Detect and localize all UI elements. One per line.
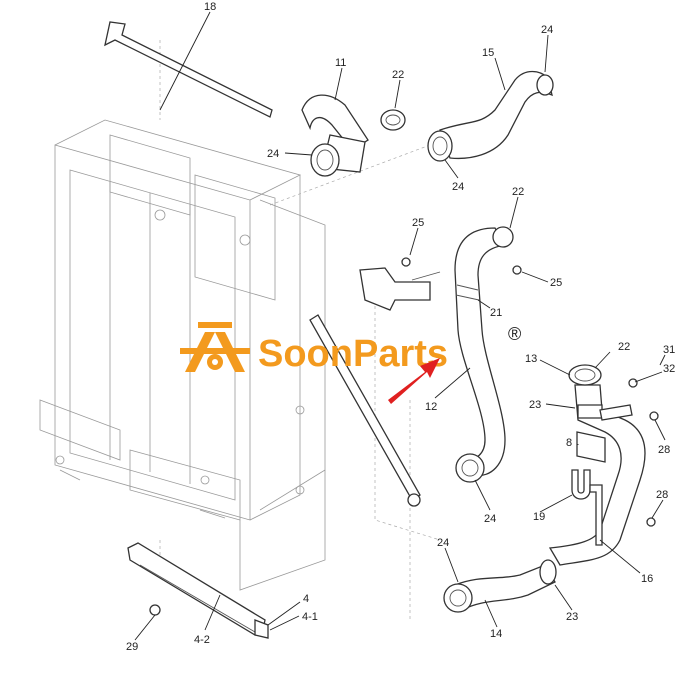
bolts-25 [512, 265, 522, 275]
callout-24: 24 [267, 148, 279, 160]
callout-23: 23 [529, 399, 541, 411]
callout-21: 21 [490, 307, 502, 319]
radiator-assembly [39, 119, 326, 591]
callout-32: 32 [663, 363, 675, 375]
callout-12: 12 [425, 401, 437, 413]
soonparts-logo-icon [180, 322, 250, 372]
callout-22: 22 [512, 186, 524, 198]
callout-16: 16 [641, 573, 653, 585]
part-14-lower-hose [443, 559, 557, 613]
callout-19: 19 [533, 511, 545, 523]
callout-24: 24 [541, 24, 553, 36]
callout-28: 28 [658, 444, 670, 456]
part-19-u-bolt [571, 469, 603, 546]
callout-22: 22 [392, 69, 404, 81]
part-16-pipe [548, 364, 659, 566]
brand-name: SoonParts [258, 333, 448, 375]
callout-25: 25 [550, 277, 562, 289]
diagonal-strut [309, 314, 421, 507]
callout-13: 13 [525, 353, 537, 365]
callout-24: 24 [484, 513, 496, 525]
callout-23: 23 [566, 611, 578, 623]
callout-24: 24 [452, 181, 464, 193]
callout-labels: 18 11 22 15 24 24 24 22 25 25 21 12 13 2… [126, 1, 675, 653]
callout-11: 11 [335, 57, 346, 69]
soonparts-watermark: SoonParts ® [180, 322, 521, 375]
part-15-hose [427, 70, 554, 162]
registered-mark: ® [508, 324, 521, 344]
bracket [359, 257, 441, 311]
callout-4: 4 [303, 593, 309, 605]
callout-29: 29 [126, 641, 138, 653]
part-8-bracket [576, 431, 606, 463]
callout-28: 28 [656, 489, 668, 501]
part-4-lower-bracket [127, 542, 269, 639]
part-11-upper-hose [301, 94, 369, 177]
callout-8: 8 [566, 437, 572, 449]
part-18-rod [104, 21, 273, 118]
red-arrow [388, 358, 440, 404]
leader-lines [134, 11, 666, 641]
callout-4-2: 4-2 [194, 634, 210, 646]
part-22-clamp-upper [380, 109, 406, 131]
part-12-long-hose [454, 226, 514, 483]
callout-15: 15 [482, 47, 494, 59]
callout-24: 24 [437, 537, 449, 549]
callout-22: 22 [618, 341, 630, 353]
callout-18: 18 [204, 1, 216, 13]
callout-4-1: 4-1 [302, 611, 318, 623]
callout-25: 25 [412, 217, 424, 229]
callout-31: 31 [663, 344, 675, 356]
callout-14: 14 [490, 628, 502, 640]
